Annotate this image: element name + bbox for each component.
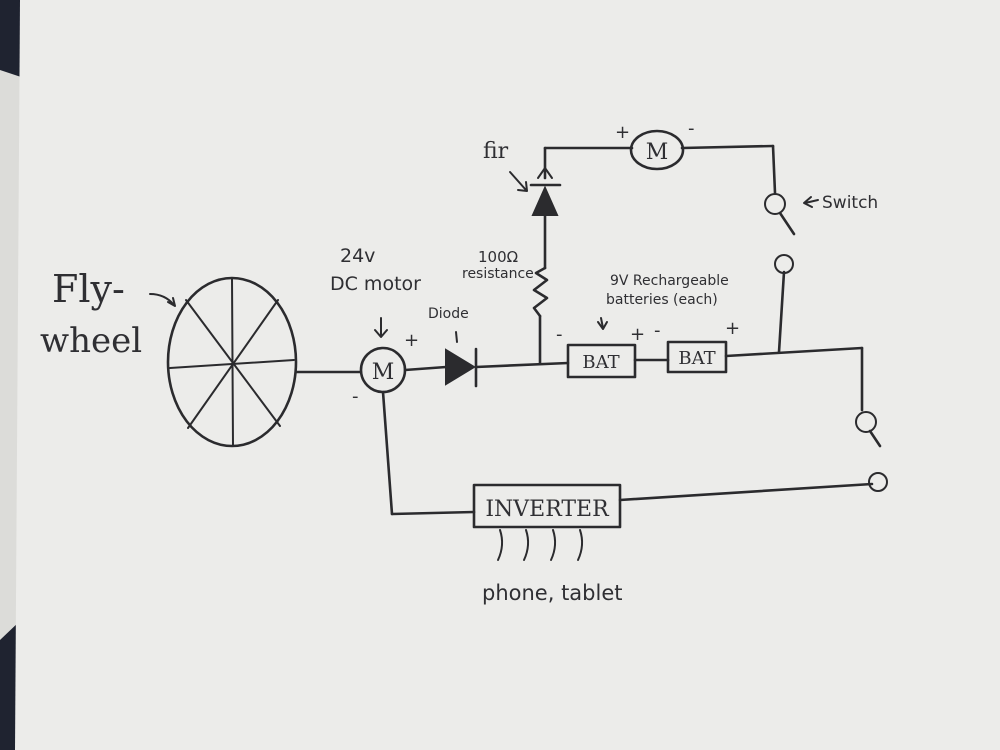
flywheel-pointer-arrow	[149, 293, 175, 306]
motor-symbol: M	[372, 360, 395, 385]
battery-pointer-arrow	[597, 317, 608, 330]
lower-switch	[855, 411, 888, 492]
battery-1-minus-sign: -	[556, 324, 563, 345]
top-motor-minus-sign: -	[688, 118, 695, 139]
paper-sheet	[15, 0, 1000, 750]
motor-plus-sign: +	[404, 330, 419, 351]
inverter-label: INVERTER	[485, 497, 610, 522]
flywheel-label-line2: wheel	[40, 321, 142, 361]
battery-1: BAT	[566, 343, 637, 379]
top-motor-plus-sign: +	[615, 122, 630, 143]
wires	[294, 144, 874, 516]
battery-2: BAT	[666, 340, 728, 374]
switch-pointer-arrow	[803, 196, 819, 208]
battery-1-plus-sign: +	[630, 324, 645, 345]
flywheel	[166, 276, 298, 448]
top-switch	[764, 193, 796, 274]
battery-label-line2: batteries (each)	[606, 292, 718, 308]
battery-2-symbol: BAT	[678, 348, 715, 369]
resistor-symbol	[532, 266, 549, 318]
battery-2-minus-sign: -	[654, 320, 661, 341]
top-motor: M	[629, 129, 685, 171]
switch-label: Switch	[822, 193, 878, 213]
battery-label-line1: 9V Rechargeable	[610, 273, 729, 289]
resistor-label-line2: resistance	[462, 266, 534, 282]
output-label: phone, tablet	[482, 581, 623, 605]
fir-label: fir	[483, 139, 509, 164]
resistor-label-line1: 100Ω	[478, 248, 518, 266]
battery-2-plus-sign: +	[725, 318, 740, 339]
motor-rating-line1: 24v	[340, 245, 375, 267]
diode-pointer-arrow	[455, 331, 458, 343]
motor-rating-line2: DC motor	[330, 273, 421, 295]
top-motor-symbol: M	[646, 140, 669, 165]
battery-1-symbol: BAT	[582, 352, 619, 373]
fir-symbol	[529, 167, 562, 216]
fir-pointer-arrow	[509, 171, 528, 192]
inverter-output-leads	[497, 529, 584, 561]
diode-label: Diode	[428, 306, 469, 322]
motor-minus-sign: -	[352, 386, 359, 407]
inverter: INVERTER	[472, 483, 622, 529]
motor-pointer-arrow	[374, 317, 388, 338]
flywheel-label-line1: Fly-	[52, 267, 125, 311]
